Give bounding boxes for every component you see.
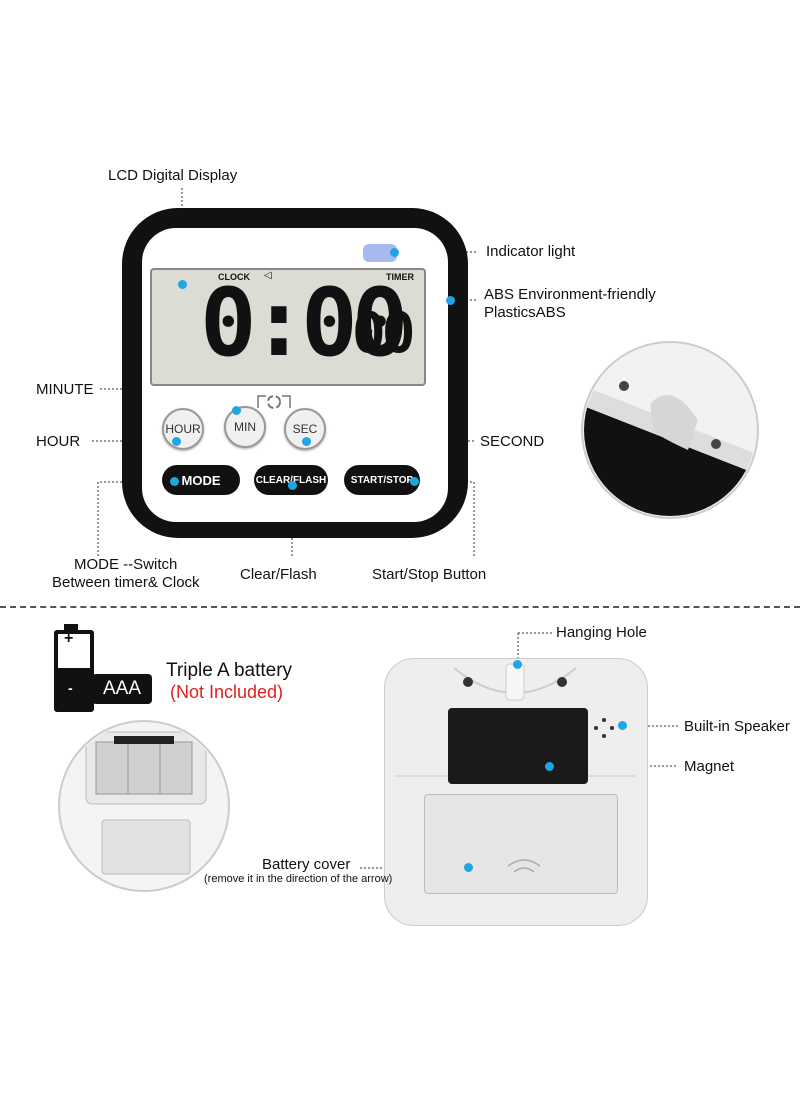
- abs-callout-dot: [446, 296, 455, 305]
- mode-button[interactable]: MODE: [162, 465, 240, 495]
- label-abs-line2: PlasticsABS: [484, 304, 566, 321]
- label-mode-line1: MODE --Switch: [74, 556, 178, 573]
- label-clear-flash: Clear/Flash: [240, 566, 317, 583]
- hanging-hole-detail: [581, 341, 759, 519]
- label-not-included: (Not Included): [170, 682, 284, 702]
- battery-compartment-detail: [58, 720, 230, 892]
- clear-callout-dot: [288, 481, 297, 490]
- battery-cover[interactable]: [424, 794, 618, 894]
- battery-cap: [64, 624, 78, 631]
- indicator-callout-dot: [390, 248, 399, 257]
- arrow-icon: [507, 859, 541, 873]
- label-second: SECOND: [480, 433, 545, 450]
- minute-callout-dot: [232, 406, 241, 415]
- battery-minus: -: [68, 680, 73, 696]
- speaker-callout-dot: [618, 721, 627, 730]
- lcd-display: [150, 268, 426, 386]
- label-speaker: Built-in Speaker: [684, 718, 790, 735]
- start-callout-dot: [410, 477, 419, 486]
- label-indicator-light: Indicator light: [486, 243, 576, 260]
- clear-flash-button[interactable]: CLEAR/FLASH: [254, 465, 328, 495]
- aaa-badge: AAA: [92, 674, 152, 704]
- magnet: [448, 708, 588, 784]
- section-divider: [0, 606, 800, 608]
- battery-cover-dot: [464, 863, 473, 872]
- label-battery-cover-note: (remove it in the direction of the arrow…: [204, 873, 393, 885]
- lcd-small-digits: 00: [352, 301, 415, 366]
- start-stop-button[interactable]: START/STOP: [344, 465, 420, 495]
- label-minute: MINUTE: [36, 381, 94, 398]
- battery-fill: [58, 668, 90, 708]
- reset-cycle-icon: [257, 395, 291, 409]
- label-magnet: Magnet: [684, 758, 735, 775]
- lcd-main-digits: 0:00: [200, 269, 408, 378]
- indicator-light: [363, 244, 397, 262]
- lcd-clock-label: CLOCK: [218, 272, 250, 282]
- label-hour: HOUR: [36, 433, 81, 450]
- label-triple-a: Triple A battery: [166, 660, 293, 681]
- battery-plus: +: [64, 630, 74, 647]
- battery-icon: [54, 630, 94, 712]
- label-lcd-display: LCD Digital Display: [108, 167, 238, 184]
- lcd-timer-label: TIMER: [386, 272, 414, 282]
- second-callout-dot: [302, 437, 311, 446]
- magnet-callout-dot: [545, 762, 554, 771]
- speaker-icon: ◁: [264, 270, 272, 281]
- sec-button[interactable]: SEC: [284, 408, 326, 450]
- hanging-hole-dot: [513, 660, 522, 669]
- label-abs-line1: ABS Environment-friendly: [484, 286, 656, 303]
- hour-callout-dot: [172, 437, 181, 446]
- label-mode-line2: Between timer& Clock: [52, 574, 200, 591]
- mode-callout-dot: [170, 477, 179, 486]
- label-hanging-hole: Hanging Hole: [556, 624, 647, 641]
- label-battery-cover: Battery cover: [262, 856, 351, 873]
- label-start-stop: Start/Stop Button: [372, 566, 487, 583]
- min-button[interactable]: MIN: [224, 406, 266, 448]
- lcd-callout-dot: [178, 280, 187, 289]
- hour-button[interactable]: HOUR: [162, 408, 204, 450]
